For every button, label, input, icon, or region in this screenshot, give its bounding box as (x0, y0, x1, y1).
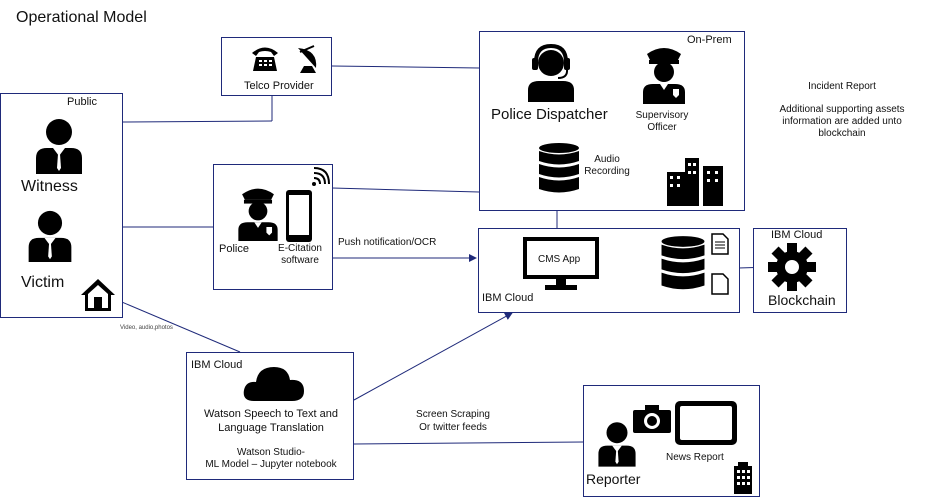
cloud-icon (243, 367, 304, 401)
ecitation-label-line2: software (281, 255, 319, 266)
watson-studio-text: Watson Studio- ML Model – Jupyter notebo… (187, 447, 355, 471)
watson-box: IBM Cloud Watson Speech to Text and Lang… (186, 352, 354, 480)
blockchain-cloud-label: IBM Cloud (771, 229, 823, 241)
line-telco-public-h (121, 120, 273, 123)
onprem-box: On-Prem Police Dispatcher Supervisory Of… (479, 31, 745, 211)
incident-line3: blockchain (818, 128, 866, 139)
public-box: Public Witness Victim (0, 93, 123, 318)
supervisory-officer-icon (643, 48, 685, 104)
victim-person-icon (28, 210, 72, 262)
incident-line2: information are added unto (782, 116, 902, 127)
watson-speech-text: Watson Speech to Text and Language Trans… (187, 407, 355, 435)
line-telco-onprem (331, 65, 480, 69)
line-police-onprem (331, 187, 480, 193)
audio-label-line1: Audio (594, 154, 620, 165)
audio-label-line2: Recording (584, 166, 630, 177)
ecitation-label: E-Citation software (270, 243, 330, 267)
line-watson-reporter (353, 441, 584, 445)
news-report-label: News Report (666, 452, 724, 463)
office-building-icon (734, 462, 752, 494)
reporter-box: News Report Reporter (583, 385, 760, 497)
watson-line4: ML Model – Jupyter notebook (205, 459, 337, 470)
blockchain-label: Blockchain (768, 292, 836, 308)
push-notification-label: Push notification/OCR (338, 237, 437, 248)
police-label: Police (219, 243, 249, 255)
witness-person-icon (36, 119, 82, 174)
police-box: Police E-Citation software (213, 164, 333, 290)
page-title: Operational Model (16, 9, 147, 26)
cms-database-icon (661, 236, 705, 290)
ecitation-label-line1: E-Citation (278, 243, 322, 254)
document-icon (711, 233, 729, 255)
reporter-person-icon (598, 422, 636, 467)
supervisory-label-line2: Officer (647, 122, 677, 133)
scraping-line1: Screen Scraping (416, 409, 490, 420)
camera-icon (633, 405, 671, 433)
line-public-watson (109, 296, 241, 353)
cms-box: CMS App IBM Cloud (478, 228, 740, 313)
dispatcher-label: Police Dispatcher (491, 106, 608, 123)
media-label: Video, audio,photos (120, 325, 173, 331)
supervisory-label-line1: Supervisory (635, 110, 689, 121)
dispatcher-headset-icon (528, 43, 574, 102)
audio-label: Audio Recording (580, 154, 634, 178)
public-label: Public (67, 96, 97, 108)
watson-line2: Language Translation (218, 422, 324, 434)
supervisory-label: Supervisory Officer (627, 110, 697, 134)
watson-cloud-label: IBM Cloud (191, 359, 243, 371)
onprem-label: On-Prem (687, 34, 732, 46)
audio-database-icon (539, 143, 579, 193)
scraping-label: Screen Scraping Or twitter feeds (398, 408, 508, 434)
cms-cloud-label: IBM Cloud (482, 292, 534, 304)
mobile-phone-icon (286, 190, 312, 242)
telephone-icon (252, 47, 278, 71)
scraping-line2: Or twitter feeds (419, 422, 487, 433)
gear-icon (768, 243, 816, 291)
watson-line1: Watson Speech to Text and (204, 408, 338, 420)
wireless-signal-icon (312, 167, 330, 186)
police-officer-icon (238, 188, 278, 241)
incident-line1: Additional supporting assets (779, 104, 905, 115)
telco-label: Telco Provider (244, 80, 314, 92)
line-watson-cms (353, 312, 513, 401)
tablet-icon (675, 401, 737, 445)
incident-title: Incident Report (808, 81, 876, 92)
satellite-dish-icon (298, 45, 317, 73)
watson-line3: Watson Studio- (237, 447, 305, 458)
incident-description: Additional supporting assets information… (762, 104, 922, 140)
telco-box: Telco Provider (221, 37, 332, 96)
victim-label: Victim (21, 274, 65, 291)
home-icon (81, 279, 115, 311)
reporter-label: Reporter (586, 471, 641, 487)
buildings-icon (667, 158, 723, 206)
blockchain-box: IBM Cloud Blockchain (753, 228, 847, 313)
blank-file-icon (711, 273, 729, 295)
witness-label: Witness (21, 178, 78, 195)
cms-app-label: CMS App (538, 254, 581, 265)
monitor-icon (523, 237, 599, 290)
